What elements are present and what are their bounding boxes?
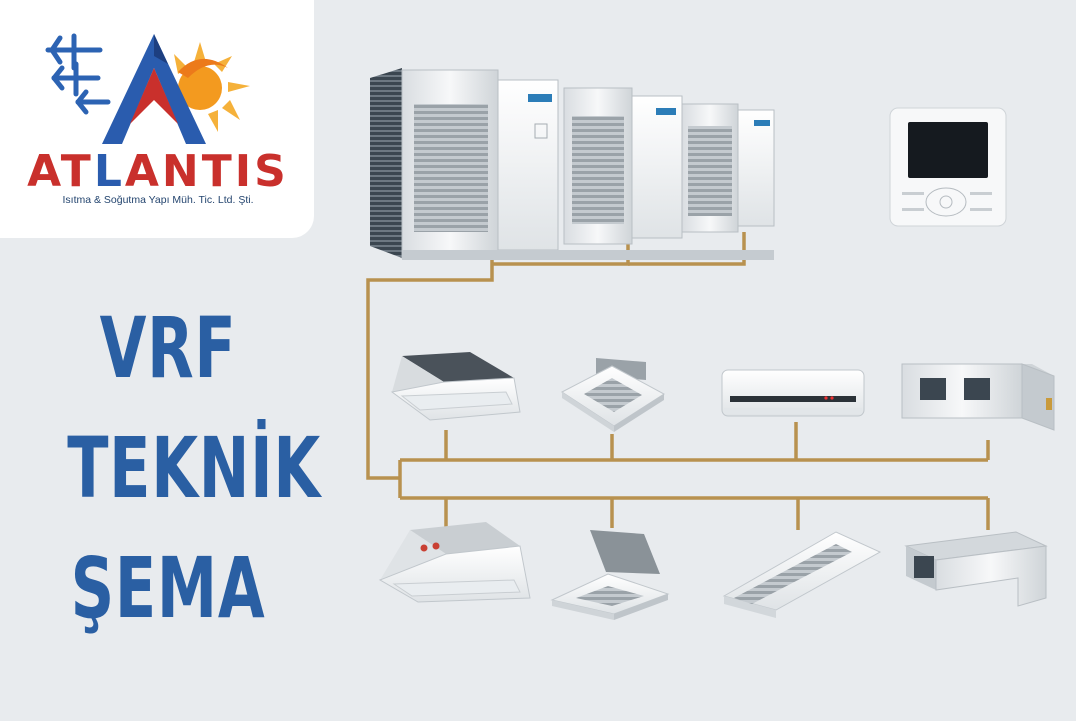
outdoor-unit-icon xyxy=(370,68,775,260)
brand-name-highlight: L xyxy=(93,146,125,197)
title-line-3: ŞEMA xyxy=(70,539,266,637)
slim-duct-unit-icon xyxy=(904,531,1048,607)
ducted-unit-icon xyxy=(901,363,1055,431)
brand-name-prefix: AT xyxy=(27,146,94,197)
brand-name: ATLANTIS xyxy=(22,150,294,194)
four-way-cassette-icon xyxy=(561,358,665,432)
wall-mounted-unit-icon xyxy=(721,369,865,417)
a-mountain-icon xyxy=(102,34,206,144)
refrigerant-pipes xyxy=(366,232,990,530)
title-line-1: VRF xyxy=(99,299,237,397)
snowflake-icon xyxy=(45,33,111,115)
logo-card: ATLANTIS Isıtma & Soğutma Yapı Müh. Tic.… xyxy=(0,0,314,238)
atlantis-logo-icon xyxy=(45,33,250,144)
ceiling-floor-unit-icon xyxy=(722,531,882,618)
one-way-cassette-icon xyxy=(378,522,531,603)
one-way-cassette-icon xyxy=(390,352,521,421)
wired-controller-icon xyxy=(889,107,1007,227)
four-way-cassette-icon xyxy=(550,530,670,620)
sun-icon xyxy=(174,42,250,132)
brand-name-suffix: ANTIS xyxy=(124,146,289,197)
brand-subtitle: Isıtma & Soğutma Yapı Müh. Tic. Ltd. Şti… xyxy=(62,194,254,206)
